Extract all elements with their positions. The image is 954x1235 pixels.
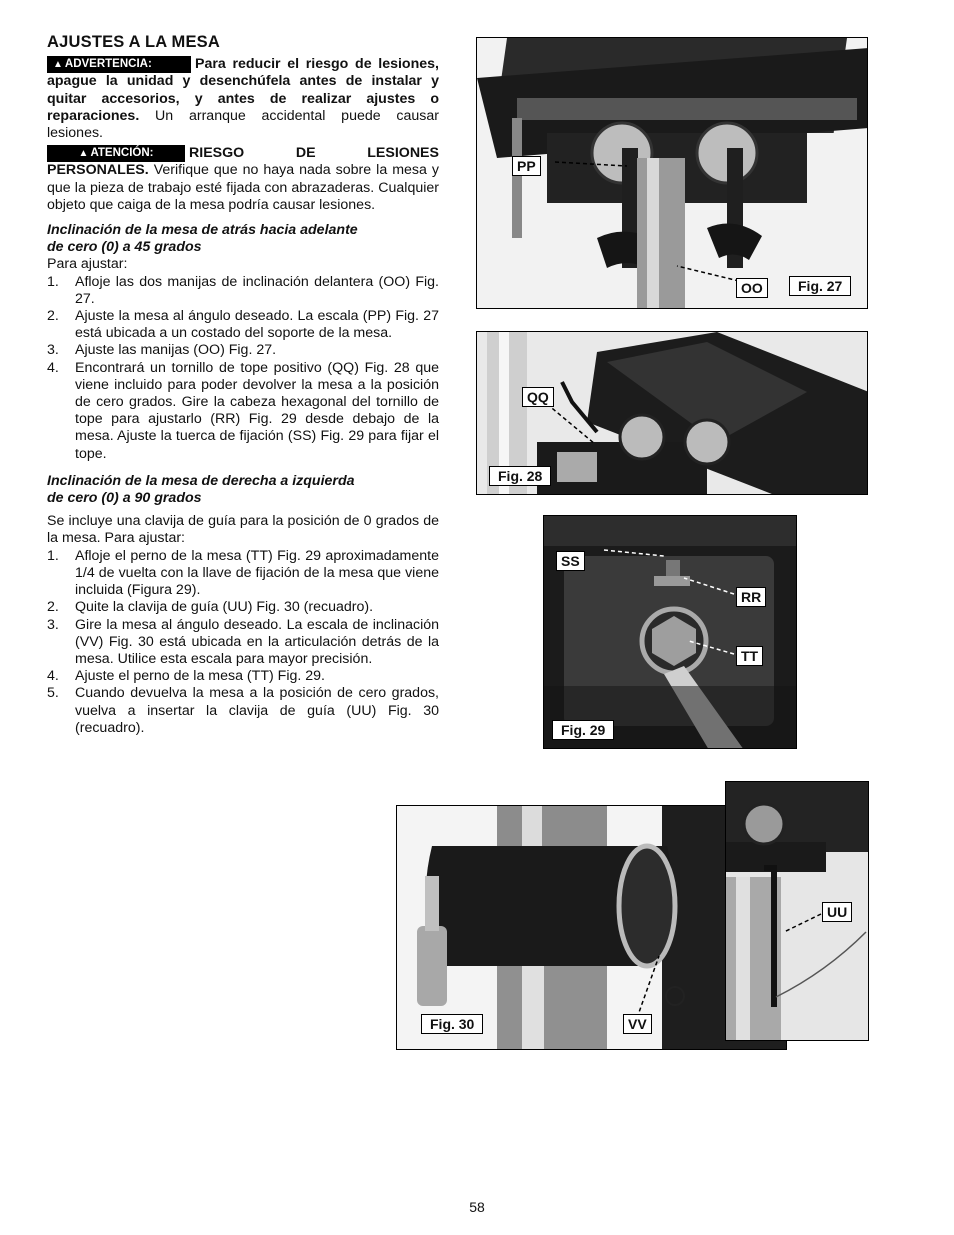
label-uu: UU (822, 902, 853, 922)
list-item: 2.Ajuste la mesa al ángulo deseado. La e… (47, 308, 439, 342)
figure-27: PP OO Fig. 27 (476, 37, 868, 309)
label-oo: OO (736, 278, 768, 298)
list-item: 1.Afloje el perno de la mesa (TT) Fig. 2… (47, 547, 439, 599)
label-ss: SS (556, 551, 585, 571)
label-pp: PP (512, 156, 541, 176)
figure-27-photo (477, 38, 867, 308)
label-vv: VV (623, 1014, 652, 1034)
warning-text: Un arranque accidental puede causar lesi… (47, 107, 439, 142)
figure-30-inset: UU (725, 781, 869, 1041)
warning-badge: ▲ADVERTENCIA: (47, 56, 191, 74)
list-item: 4.Ajuste el perno de la mesa (TT) Fig. 2… (47, 668, 325, 685)
section-title: AJUSTES A LA MESA (47, 33, 221, 51)
label-tt: TT (736, 646, 764, 666)
list-item: 2.Quite la clavija de guía (UU) Fig. 30 … (47, 599, 374, 616)
list-item: 5.Cuando devuelva la mesa a la posición … (47, 685, 439, 736)
figure-29-photo (544, 516, 796, 748)
warning-paragraph: ▲ADVERTENCIA:Para reducir el riesgo de l… (47, 56, 439, 142)
section2-heading: Inclinación de la mesa de derecha a izqu… (47, 472, 355, 507)
warning-bold-text: Para reducir el riesgo de lesiones, apag… (47, 56, 439, 124)
list-item: 3.Gire la mesa al ángulo deseado. La esc… (47, 616, 439, 667)
list-item: 4.Encontrará un tornillo de tope positiv… (47, 359, 439, 462)
caption-fig27: Fig. 27 (789, 276, 852, 296)
figure-29: SS RR TT Fig. 29 (543, 515, 797, 749)
warning-triangle-icon: ▲ (53, 59, 63, 71)
caution-triangle-icon: ▲ (78, 148, 89, 160)
section1-intro: Para ajustar: (47, 256, 128, 273)
caution-bold-text: RIESGO DE LESIONES PERSONALES. (47, 145, 439, 179)
caution-text: Verifique que no haya nada sobre la mesa… (47, 162, 439, 213)
caution-badge: ▲ATENCIÓN: (47, 145, 185, 163)
section2-steps: 1.Afloje el perno de la mesa (TT) Fig. 2… (47, 548, 439, 737)
figure-28: QQ Fig. 28 (476, 331, 868, 495)
section1-heading: Inclinación de la mesa de atrás hacia ad… (47, 222, 358, 256)
label-qq: QQ (522, 387, 554, 407)
text-column: AJUSTES A LA MESA ▲ADVERTENCIA:Para redu… (47, 33, 439, 737)
caution-paragraph: ▲ATENCIÓN:RIESGO DE LESIONES PERSONALES.… (47, 145, 439, 214)
label-rr: RR (736, 587, 767, 607)
section1-steps: 1.Afloje las dos manijas de inclinación … (47, 274, 439, 463)
caption-fig29: Fig. 29 (552, 720, 615, 740)
caption-fig28: Fig. 28 (489, 466, 552, 486)
caption-fig30: Fig. 30 (421, 1014, 484, 1034)
list-item: 3.Ajuste las manijas (OO) Fig. 27. (47, 342, 277, 359)
figure-28-photo (477, 332, 867, 494)
page-number: 58 (469, 1199, 485, 1215)
list-item: 1.Afloje las dos manijas de inclinación … (47, 273, 439, 307)
section2-intro: Se incluye una clavija de guía para la p… (47, 513, 439, 547)
